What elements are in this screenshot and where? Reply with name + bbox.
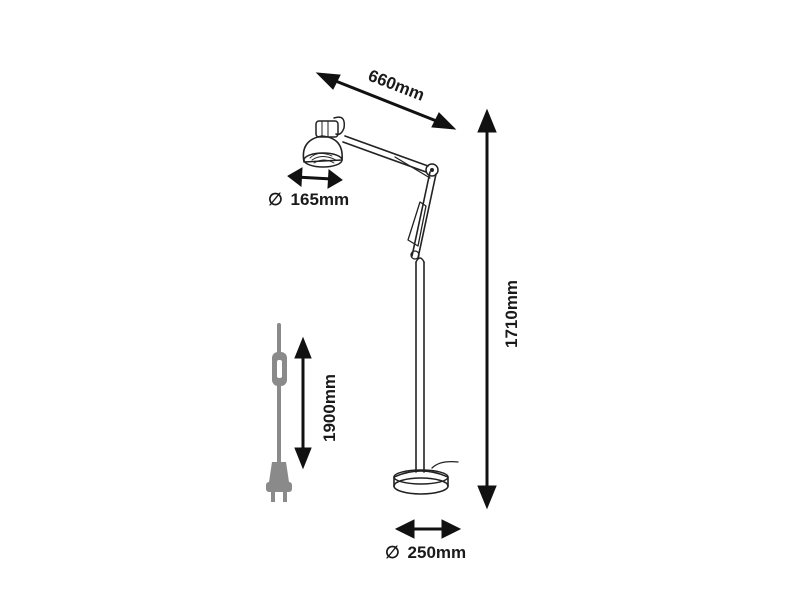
- base-diameter-label: ∅ 250mm: [385, 543, 466, 562]
- base-diameter-value: 250mm: [408, 543, 467, 562]
- shade-diameter-arrow: [287, 167, 343, 189]
- arm-length-label: 660mm: [366, 66, 428, 105]
- svg-text:∅ 250mm: ∅ 250mm: [385, 543, 466, 562]
- upper-arm: [342, 135, 431, 179]
- cable-length-label: 1900mm: [320, 374, 339, 442]
- lower-arm: [407, 171, 437, 260]
- base-diameter-arrow: [394, 519, 462, 539]
- lamp-pole: [415, 257, 425, 473]
- arm-length-arrow: [315, 72, 457, 130]
- lamp-base: [393, 469, 449, 495]
- cable-length-arrow: [294, 336, 312, 470]
- svg-text:∅ 165mm: ∅ 165mm: [268, 190, 349, 209]
- shade-diameter-value: 165mm: [291, 190, 350, 209]
- lamp-shade: [302, 116, 346, 168]
- floor-lamp-drawing: [302, 116, 459, 495]
- height-arrow: [477, 108, 497, 510]
- height-label: 1710mm: [502, 280, 521, 348]
- shade-diameter-label: ∅ 165mm: [268, 190, 349, 209]
- base-cable: [431, 460, 459, 469]
- elbow-joint: [425, 163, 439, 177]
- diameter-symbol: ∅: [385, 543, 400, 562]
- diameter-symbol: ∅: [268, 190, 283, 209]
- power-cable-with-plug: [266, 323, 292, 502]
